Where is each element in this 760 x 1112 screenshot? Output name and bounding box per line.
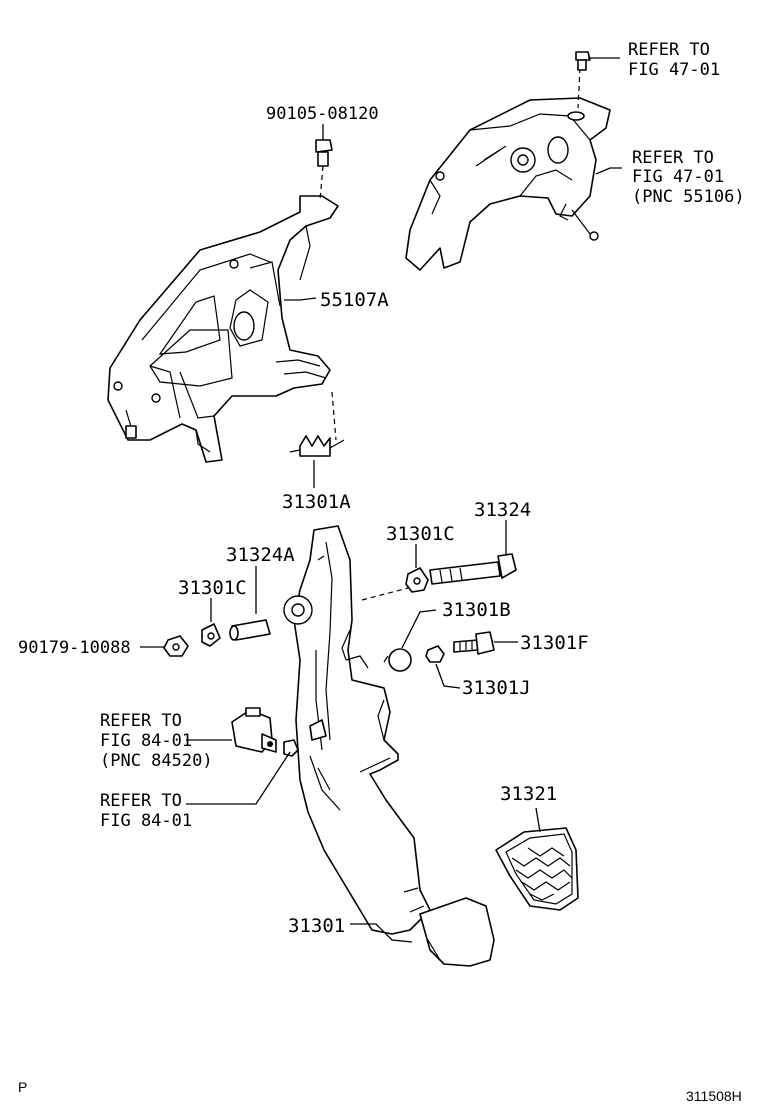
- label-refer-47-a-line2: FIG 47-01: [628, 60, 720, 80]
- label-collar-31324a: 31324A: [226, 544, 295, 566]
- footer-figure-code: 311508H: [686, 1088, 742, 1104]
- label-refer-84-a-line2: FIG 84-01: [100, 731, 192, 751]
- collar-31324a-icon: [229, 619, 271, 641]
- nut-90179-10088-icon: [163, 635, 189, 657]
- label-refer-84-a-line3: (PNC 84520): [100, 751, 213, 771]
- pedal-bracket-55107a: [107, 195, 339, 463]
- footer-left-mark: P: [18, 1079, 27, 1095]
- stop-lamp-switch-icon: [231, 707, 277, 753]
- pivot-bolt-31324-icon: [361, 553, 517, 601]
- pedal-pad-31321: [495, 827, 579, 911]
- stopper-cushion-31301b-icon: [383, 648, 412, 672]
- bolt-90105-08120-icon: [315, 139, 333, 201]
- label-cushion-31301b: 31301B: [442, 599, 511, 621]
- label-pedal-pad-31321: 31321: [500, 783, 557, 805]
- label-refer-47-b-line1: REFER TO: [632, 148, 714, 168]
- label-spring-31301a: 31301A: [282, 491, 351, 513]
- switch-nut-icon: [283, 739, 299, 757]
- brake-pedal-pad-mount: [419, 897, 495, 967]
- label-refer-84-a-line1: REFER TO: [100, 711, 182, 731]
- label-refer-84-b-line2: FIG 84-01: [100, 811, 192, 831]
- brake-pedal-arm-31301: [283, 525, 431, 935]
- bushing-31301c-left-icon: [201, 623, 221, 647]
- label-stopper-nut-31301j: 31301J: [462, 677, 531, 699]
- label-bolt-31324: 31324: [474, 499, 531, 521]
- label-stopper-bolt-31301f: 31301F: [520, 632, 589, 654]
- label-pedal-31301: 31301: [288, 915, 345, 937]
- label-refer-84-b-line1: REFER TO: [100, 791, 182, 811]
- label-bracket-55107a: 55107A: [320, 289, 389, 311]
- stopper-nut-31301j-icon: [425, 645, 445, 663]
- nut-31301c-right-icon: [405, 567, 429, 593]
- label-nut-31301c-right: 31301C: [386, 523, 455, 545]
- label-refer-47-b-line2: FIG 47-01: [632, 167, 724, 187]
- label-bolt-90105-08120: 90105-08120: [266, 104, 379, 124]
- label-refer-47-a-line1: REFER TO: [628, 40, 710, 60]
- return-spring-31301a-icon: [289, 391, 345, 457]
- label-bushing-31301c-left: 31301C: [178, 577, 247, 599]
- bolt-top-right-icon: [567, 51, 591, 121]
- label-refer-47-b-line3: (PNC 55106): [632, 187, 745, 207]
- label-nut-90179-10088: 90179-10088: [18, 638, 131, 658]
- pedal-support-bracket-upper: [405, 97, 611, 271]
- stopper-bolt-31301f-icon: [453, 631, 495, 655]
